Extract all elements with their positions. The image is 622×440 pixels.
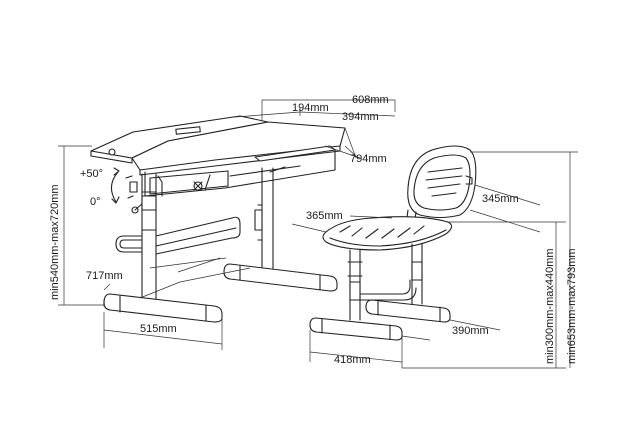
desk-width-right-label: 394mm — [342, 111, 379, 123]
desk-width-left-label: 194mm — [292, 102, 329, 114]
chair-seat-height-range-label: min300mm-max440mm — [544, 248, 556, 364]
desk-drawing — [90, 115, 346, 323]
chair-back-width-label: 345mm — [482, 193, 519, 205]
desk-width-total-label: 608mm — [352, 94, 389, 106]
desk-foot-width-label: 515mm — [140, 323, 177, 335]
chair-drawing — [309, 145, 477, 341]
desk-tilt-max-label: +50° — [80, 168, 103, 180]
desk-tilt-depth-label: 794mm — [350, 153, 387, 165]
chair-seat-depth-label: 365mm — [306, 210, 343, 222]
desk-height-range-label: min540mm-max720mm — [49, 184, 61, 300]
desk-tilt-min-label: 0° — [90, 196, 101, 208]
desk-foot-depth-label: 717mm — [86, 270, 123, 282]
chair-foot-depth-label: 390mm — [452, 325, 489, 337]
chair-back-height-range-label: min653mm-max793mm — [566, 248, 578, 364]
chair-foot-width-label: 418mm — [334, 354, 371, 366]
dimension-labels: 608mm 194mm 394mm 794mm +50° 0° min540mm… — [49, 94, 578, 366]
